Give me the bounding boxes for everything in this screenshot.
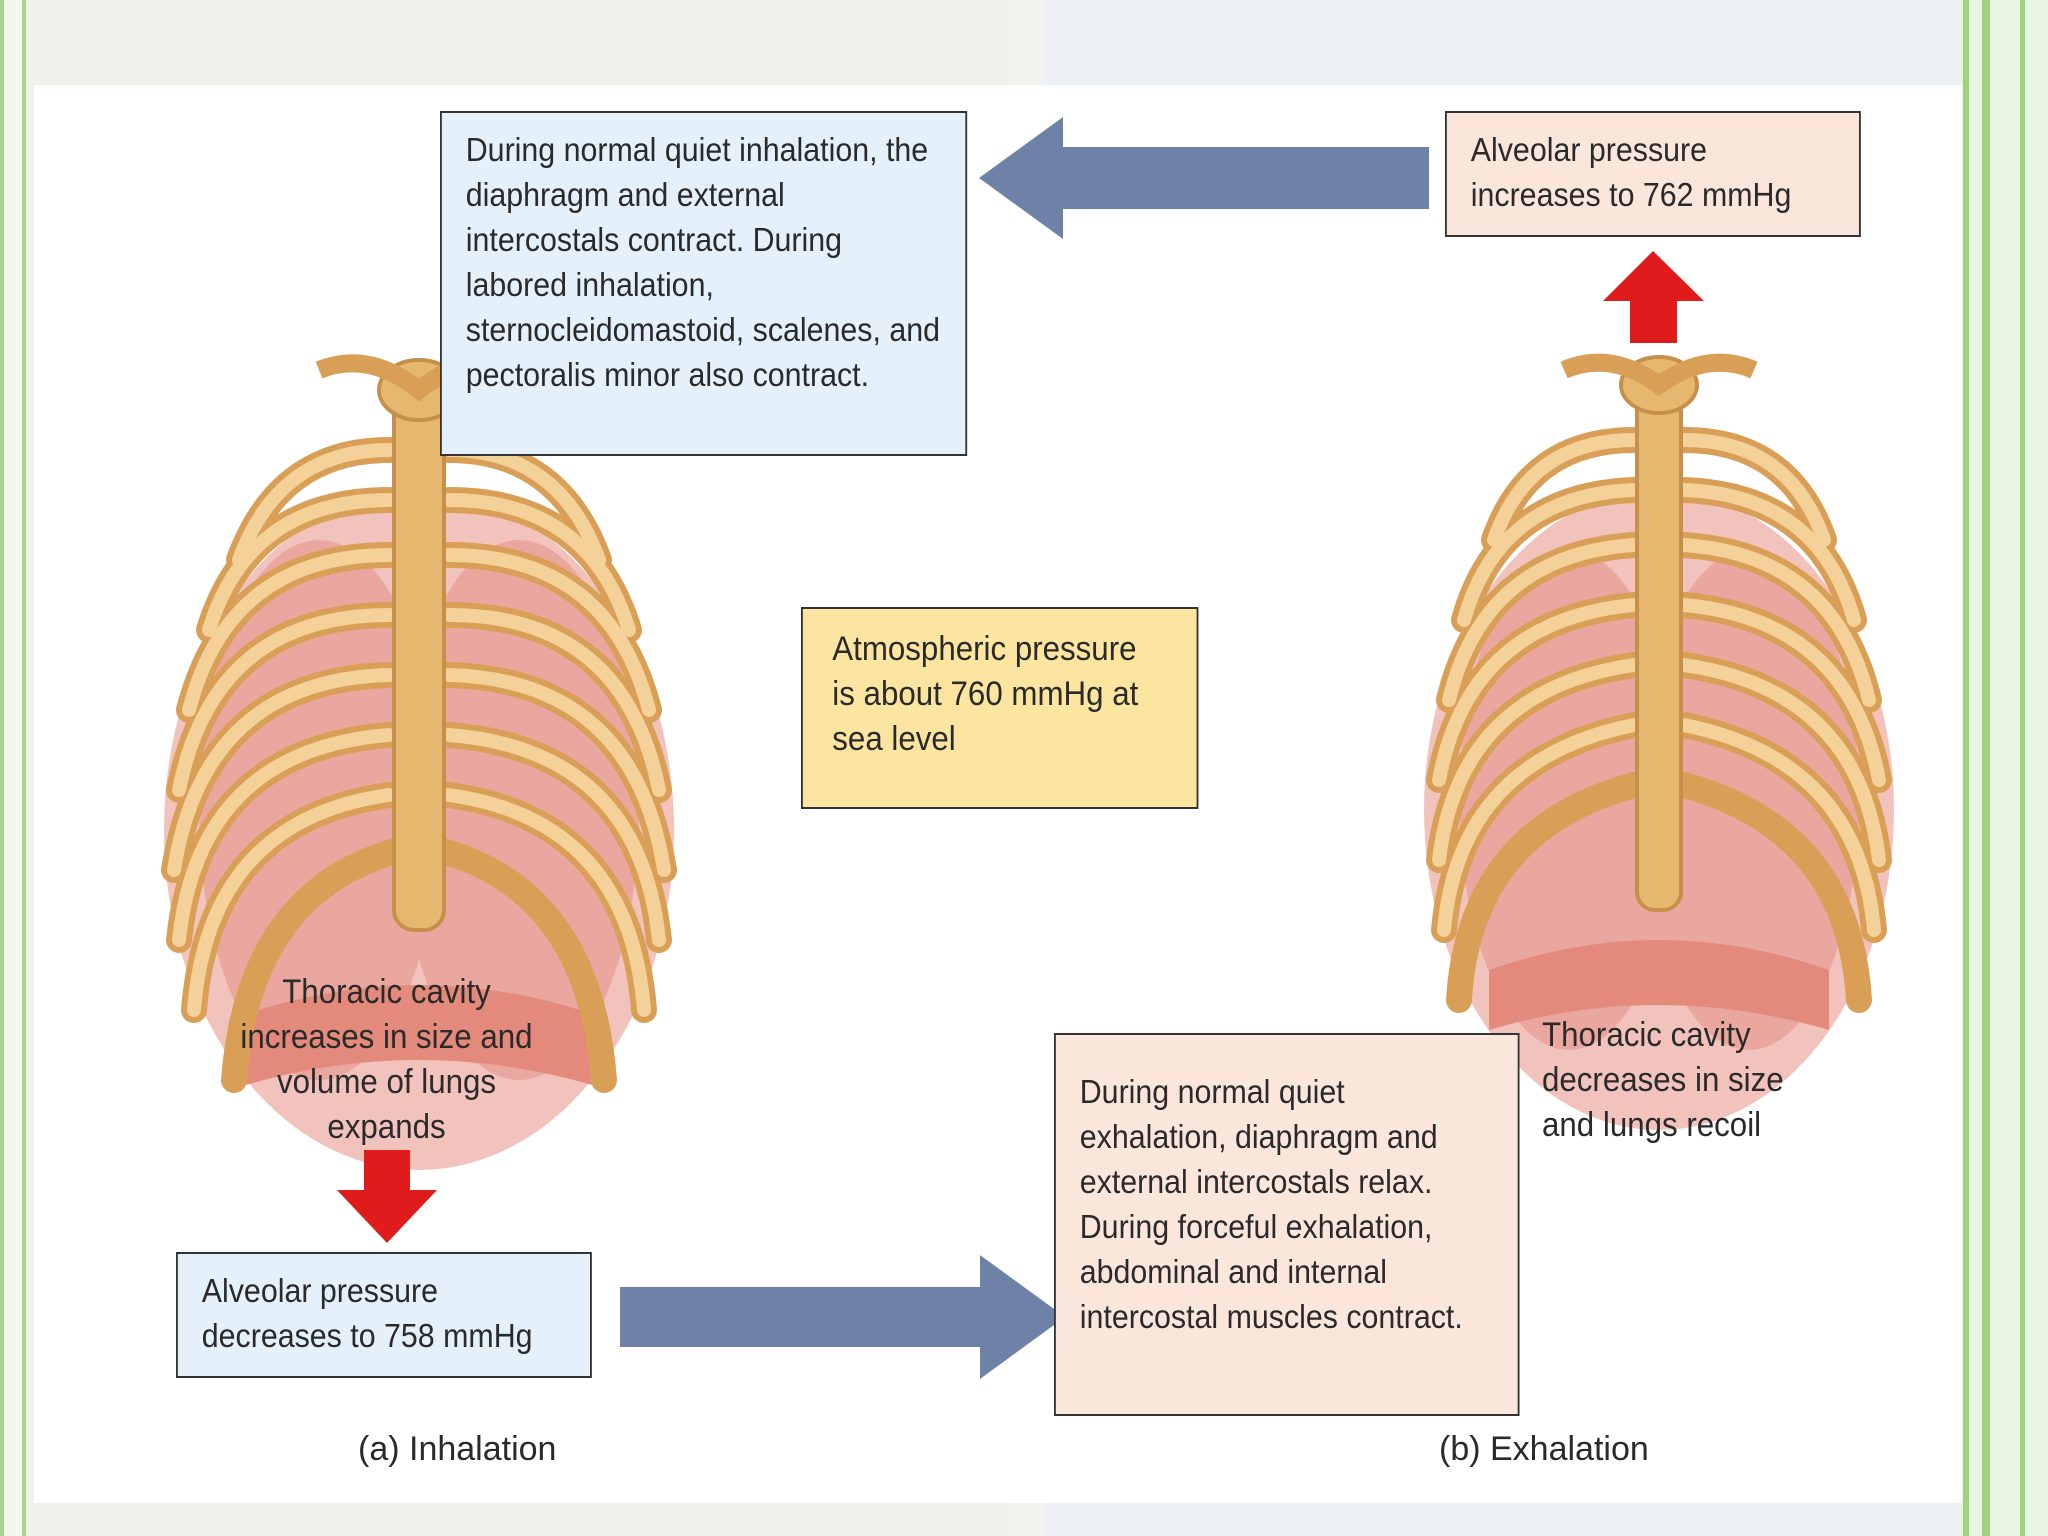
ribcage-graphic xyxy=(1424,353,1894,1130)
frame-stripe xyxy=(2020,0,2025,1536)
thoracic-increase-label: Thoracic cavity increases in size and vo… xyxy=(232,970,540,1150)
atmospheric-pressure-box: Atmospheric pressure is about 760 mmHg a… xyxy=(801,607,1199,809)
inhalation-muscles-box: During normal quiet inhalation, the diap… xyxy=(440,111,968,456)
frame-stripe xyxy=(1963,0,1969,1536)
inhalation-muscles-text: During normal quiet inhalation, the diap… xyxy=(465,131,940,393)
ribcage-graphic xyxy=(161,354,677,1170)
alveolar-increase-text: Alveolar pressure increases to 762 mmHg xyxy=(1470,131,1792,213)
frame-stripe xyxy=(1982,0,1990,1536)
thoracic-decrease-text: Thoracic cavity decreases in size and lu… xyxy=(1542,1016,1784,1144)
exhalation-muscles-text: During normal quiet exhalation, diaphrag… xyxy=(1079,1073,1463,1335)
thoracic-increase-text: Thoracic cavity increases in size and vo… xyxy=(240,973,533,1146)
exhalation-muscles-box: During normal quiet exhalation, diaphrag… xyxy=(1054,1033,1520,1416)
arrow-up-icon xyxy=(1603,251,1704,343)
left-frame xyxy=(0,0,26,1536)
arrow-left-icon xyxy=(979,117,1429,239)
alveolar-decrease-text: Alveolar pressure decreases to 758 mmHg xyxy=(201,1272,533,1354)
arrow-right-icon xyxy=(620,1255,1065,1379)
arrow-down-icon xyxy=(337,1150,437,1243)
diagram-panel: During normal quiet inhalation, the diap… xyxy=(34,85,1962,1503)
alveolar-decrease-box: Alveolar pressure decreases to 758 mmHg xyxy=(176,1252,592,1378)
caption-exhalation: (b) Exhalation xyxy=(1439,1430,1649,1468)
right-frame xyxy=(1960,0,2048,1536)
ribcage-exhalation-illustration xyxy=(1424,353,1894,1130)
thoracic-decrease-label: Thoracic cavity decreases in size and lu… xyxy=(1542,1013,1818,1148)
ribcage-inhalation-illustration xyxy=(161,354,677,1170)
alveolar-increase-box: Alveolar pressure increases to 762 mmHg xyxy=(1445,111,1861,237)
atmospheric-pressure-text: Atmospheric pressure is about 760 mmHg a… xyxy=(832,630,1139,758)
caption-inhalation: (a) Inhalation xyxy=(358,1430,557,1468)
